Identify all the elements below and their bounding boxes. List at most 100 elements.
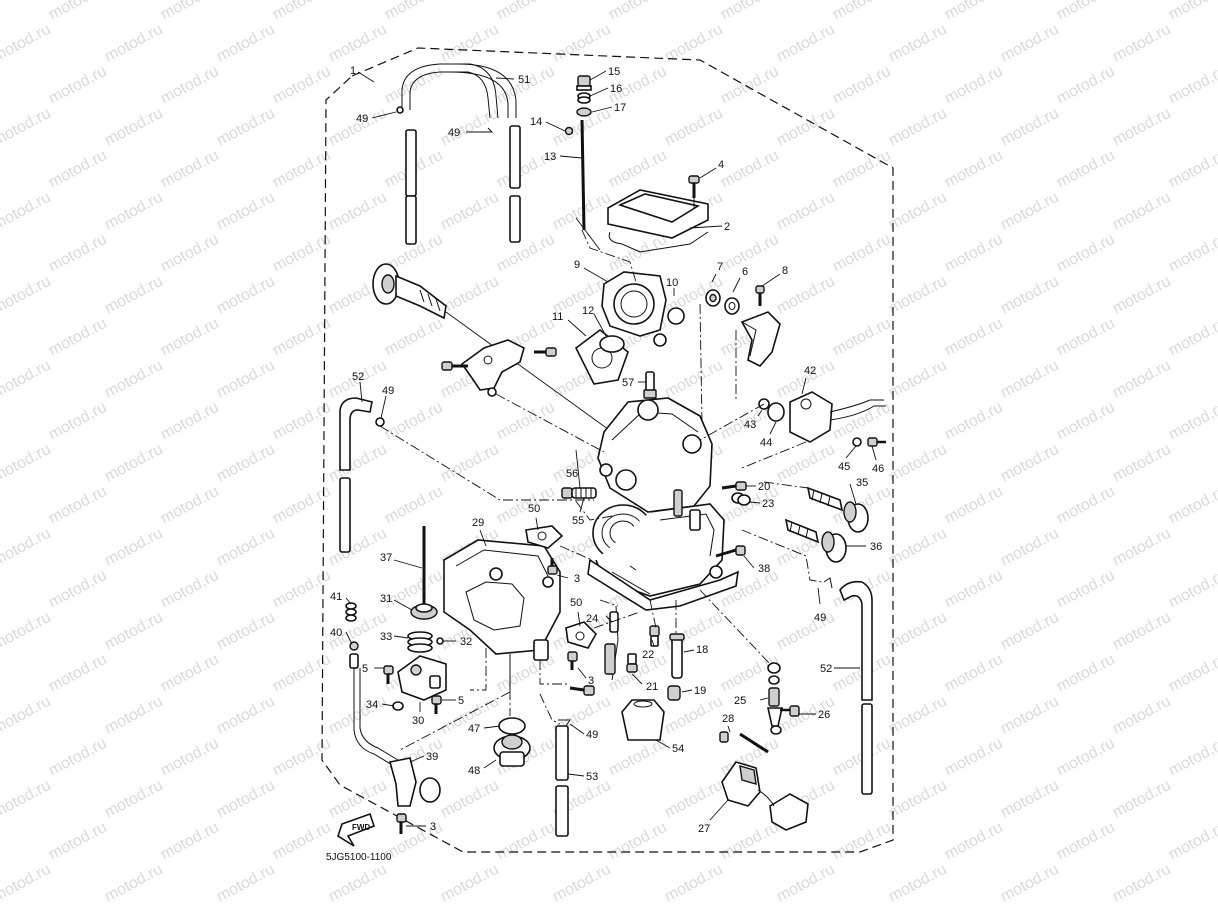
watermark-text: motod.ru: [0, 21, 54, 66]
watermark-text: motod.ru: [942, 63, 1006, 108]
vent-hose-51: [401, 63, 521, 245]
watermark-text: motod.ru: [718, 147, 782, 192]
label-52-a: 52: [352, 371, 364, 383]
watermark-text: motod.ru: [158, 63, 222, 108]
watermark-text: motod.ru: [886, 609, 950, 654]
cover-30: [397, 655, 447, 701]
watermark-text: motod.ru: [0, 525, 54, 570]
watermark-text: motod.ru: [1166, 651, 1218, 696]
label-3-b: 3: [588, 675, 594, 687]
watermark-text: motod.ru: [998, 609, 1062, 654]
leader-lines: [345, 70, 877, 827]
watermark-text: motod.ru: [326, 777, 390, 822]
spring-23: [731, 492, 751, 506]
washer-7: [705, 289, 721, 307]
clip-49-b: [482, 127, 494, 133]
seal-12: [599, 335, 625, 353]
label-15: 15: [608, 66, 620, 78]
watermark-text: motod.ru: [886, 861, 950, 906]
watermark-text: motod.ru: [0, 861, 54, 906]
clip-49-a: [396, 106, 404, 114]
throttle-drum: [372, 263, 613, 433]
watermark-text: motod.ru: [438, 21, 502, 66]
watermark-text: motod.ru: [46, 735, 110, 780]
label-21: 21: [646, 681, 658, 693]
throttle-bracket: [460, 339, 525, 397]
watermark-text: motod.ru: [718, 0, 782, 24]
label-13: 13: [544, 151, 556, 163]
watermark-text: motod.ru: [102, 357, 166, 402]
watermark-text: motod.ru: [382, 315, 446, 360]
watermark-text: motod.ru: [774, 609, 838, 654]
watermark-text: motod.ru: [1110, 357, 1174, 402]
diagram-code: 5JG5100-1100: [326, 852, 392, 863]
label-3-c: 3: [430, 821, 436, 833]
watermark-text: motod.ru: [382, 399, 446, 444]
watermark-text: motod.ru: [718, 819, 782, 864]
watermark-text: motod.ru: [46, 315, 110, 360]
drain-plug-48: [493, 734, 531, 767]
watermark-text: motod.ru: [102, 861, 166, 906]
label-2: 2: [724, 221, 730, 233]
label-7: 7: [717, 261, 723, 273]
watermark-text: motod.ru: [1054, 0, 1118, 24]
watermark-text: motod.ru: [1110, 105, 1174, 150]
watermark-text: motod.ru: [0, 777, 54, 822]
label-47: 47: [468, 723, 480, 735]
watermark-text: motod.ru: [158, 147, 222, 192]
label-49-c: 49: [382, 385, 394, 397]
watermark-text: motod.ru: [102, 273, 166, 318]
watermark-text: motod.ru: [1166, 0, 1218, 24]
watermark-text: motod.ru: [606, 147, 670, 192]
watermark-text: motod.ru: [326, 189, 390, 234]
watermark-text: motod.ru: [158, 567, 222, 612]
watermark-text: motod.ru: [46, 147, 110, 192]
label-49-b: 49: [448, 127, 460, 139]
pilot-jet-21: [626, 653, 638, 673]
label-9: 9: [574, 259, 580, 271]
bracket-screw-left: [441, 361, 468, 371]
label-54: 54: [672, 743, 684, 755]
label-49-e: 49: [586, 729, 598, 741]
watermark-text: motod.ru: [1054, 483, 1118, 528]
o-ring-44: [767, 402, 785, 422]
label-52-b: 52: [820, 663, 832, 675]
watermark-text: motod.ru: [998, 777, 1062, 822]
label-44: 44: [760, 437, 772, 449]
spring-41: [345, 602, 357, 622]
watermark-text: motod.ru: [942, 231, 1006, 276]
throttle-sensor-42: [789, 391, 886, 443]
label-8: 8: [782, 265, 788, 277]
screw-5-b: [431, 695, 442, 714]
label-33: 33: [380, 631, 392, 643]
watermark-text: motod.ru: [270, 147, 334, 192]
screw-38: [709, 545, 746, 579]
label-28: 28: [722, 713, 734, 725]
throttle-valve-plate-9: [601, 271, 667, 347]
watermark-text: motod.ru: [942, 651, 1006, 696]
label-5-a: 5: [362, 663, 368, 675]
gasket-50-top: [525, 525, 564, 549]
label-55: 55: [572, 515, 584, 527]
watermark-text: motod.ru: [1166, 63, 1218, 108]
watermark-text: motod.ru: [1054, 63, 1118, 108]
watermark-text: motod.ru: [214, 441, 278, 486]
watermark-text: motod.ru: [326, 21, 390, 66]
watermark-text: motod.ru: [0, 441, 54, 486]
watermark-text: motod.ru: [1054, 735, 1118, 780]
watermark-text: motod.ru: [214, 861, 278, 906]
watermark-text: motod.ru: [46, 483, 110, 528]
watermark-text: motod.ru: [1054, 231, 1118, 276]
cover-27: [721, 761, 809, 831]
watermark-text: motod.ru: [102, 21, 166, 66]
spring-16: [577, 92, 591, 104]
watermark-text: motod.ru: [382, 63, 446, 108]
watermark-text: motod.ru: [1054, 651, 1118, 696]
vent-hose-52-right: [839, 580, 873, 795]
watermark-text: motod.ru: [1054, 399, 1118, 444]
watermark-text: motod.ru: [886, 273, 950, 318]
label-25: 25: [734, 695, 746, 707]
watermark-text: motod.ru: [46, 819, 110, 864]
watermark-text: motod.ru: [46, 567, 110, 612]
watermark-text: motod.ru: [214, 693, 278, 738]
